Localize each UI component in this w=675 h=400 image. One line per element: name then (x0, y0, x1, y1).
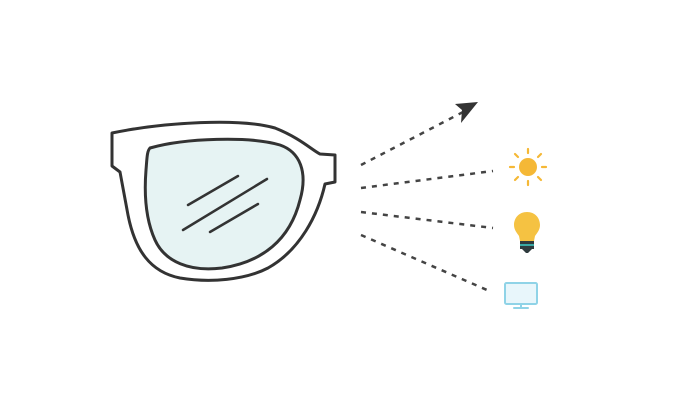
ray-sun (360, 169, 494, 190)
ray-up (360, 109, 466, 167)
eyeglasses-icon (110, 120, 337, 282)
lens-glare-lines (181, 174, 269, 234)
ray-bulb (360, 210, 494, 230)
arrow-head-icon (455, 102, 478, 123)
sun-icon (508, 147, 548, 187)
ray-screen (360, 233, 488, 292)
monitor-icon (504, 282, 538, 309)
light-rays (360, 109, 494, 292)
lightbulb-icon (514, 212, 540, 253)
